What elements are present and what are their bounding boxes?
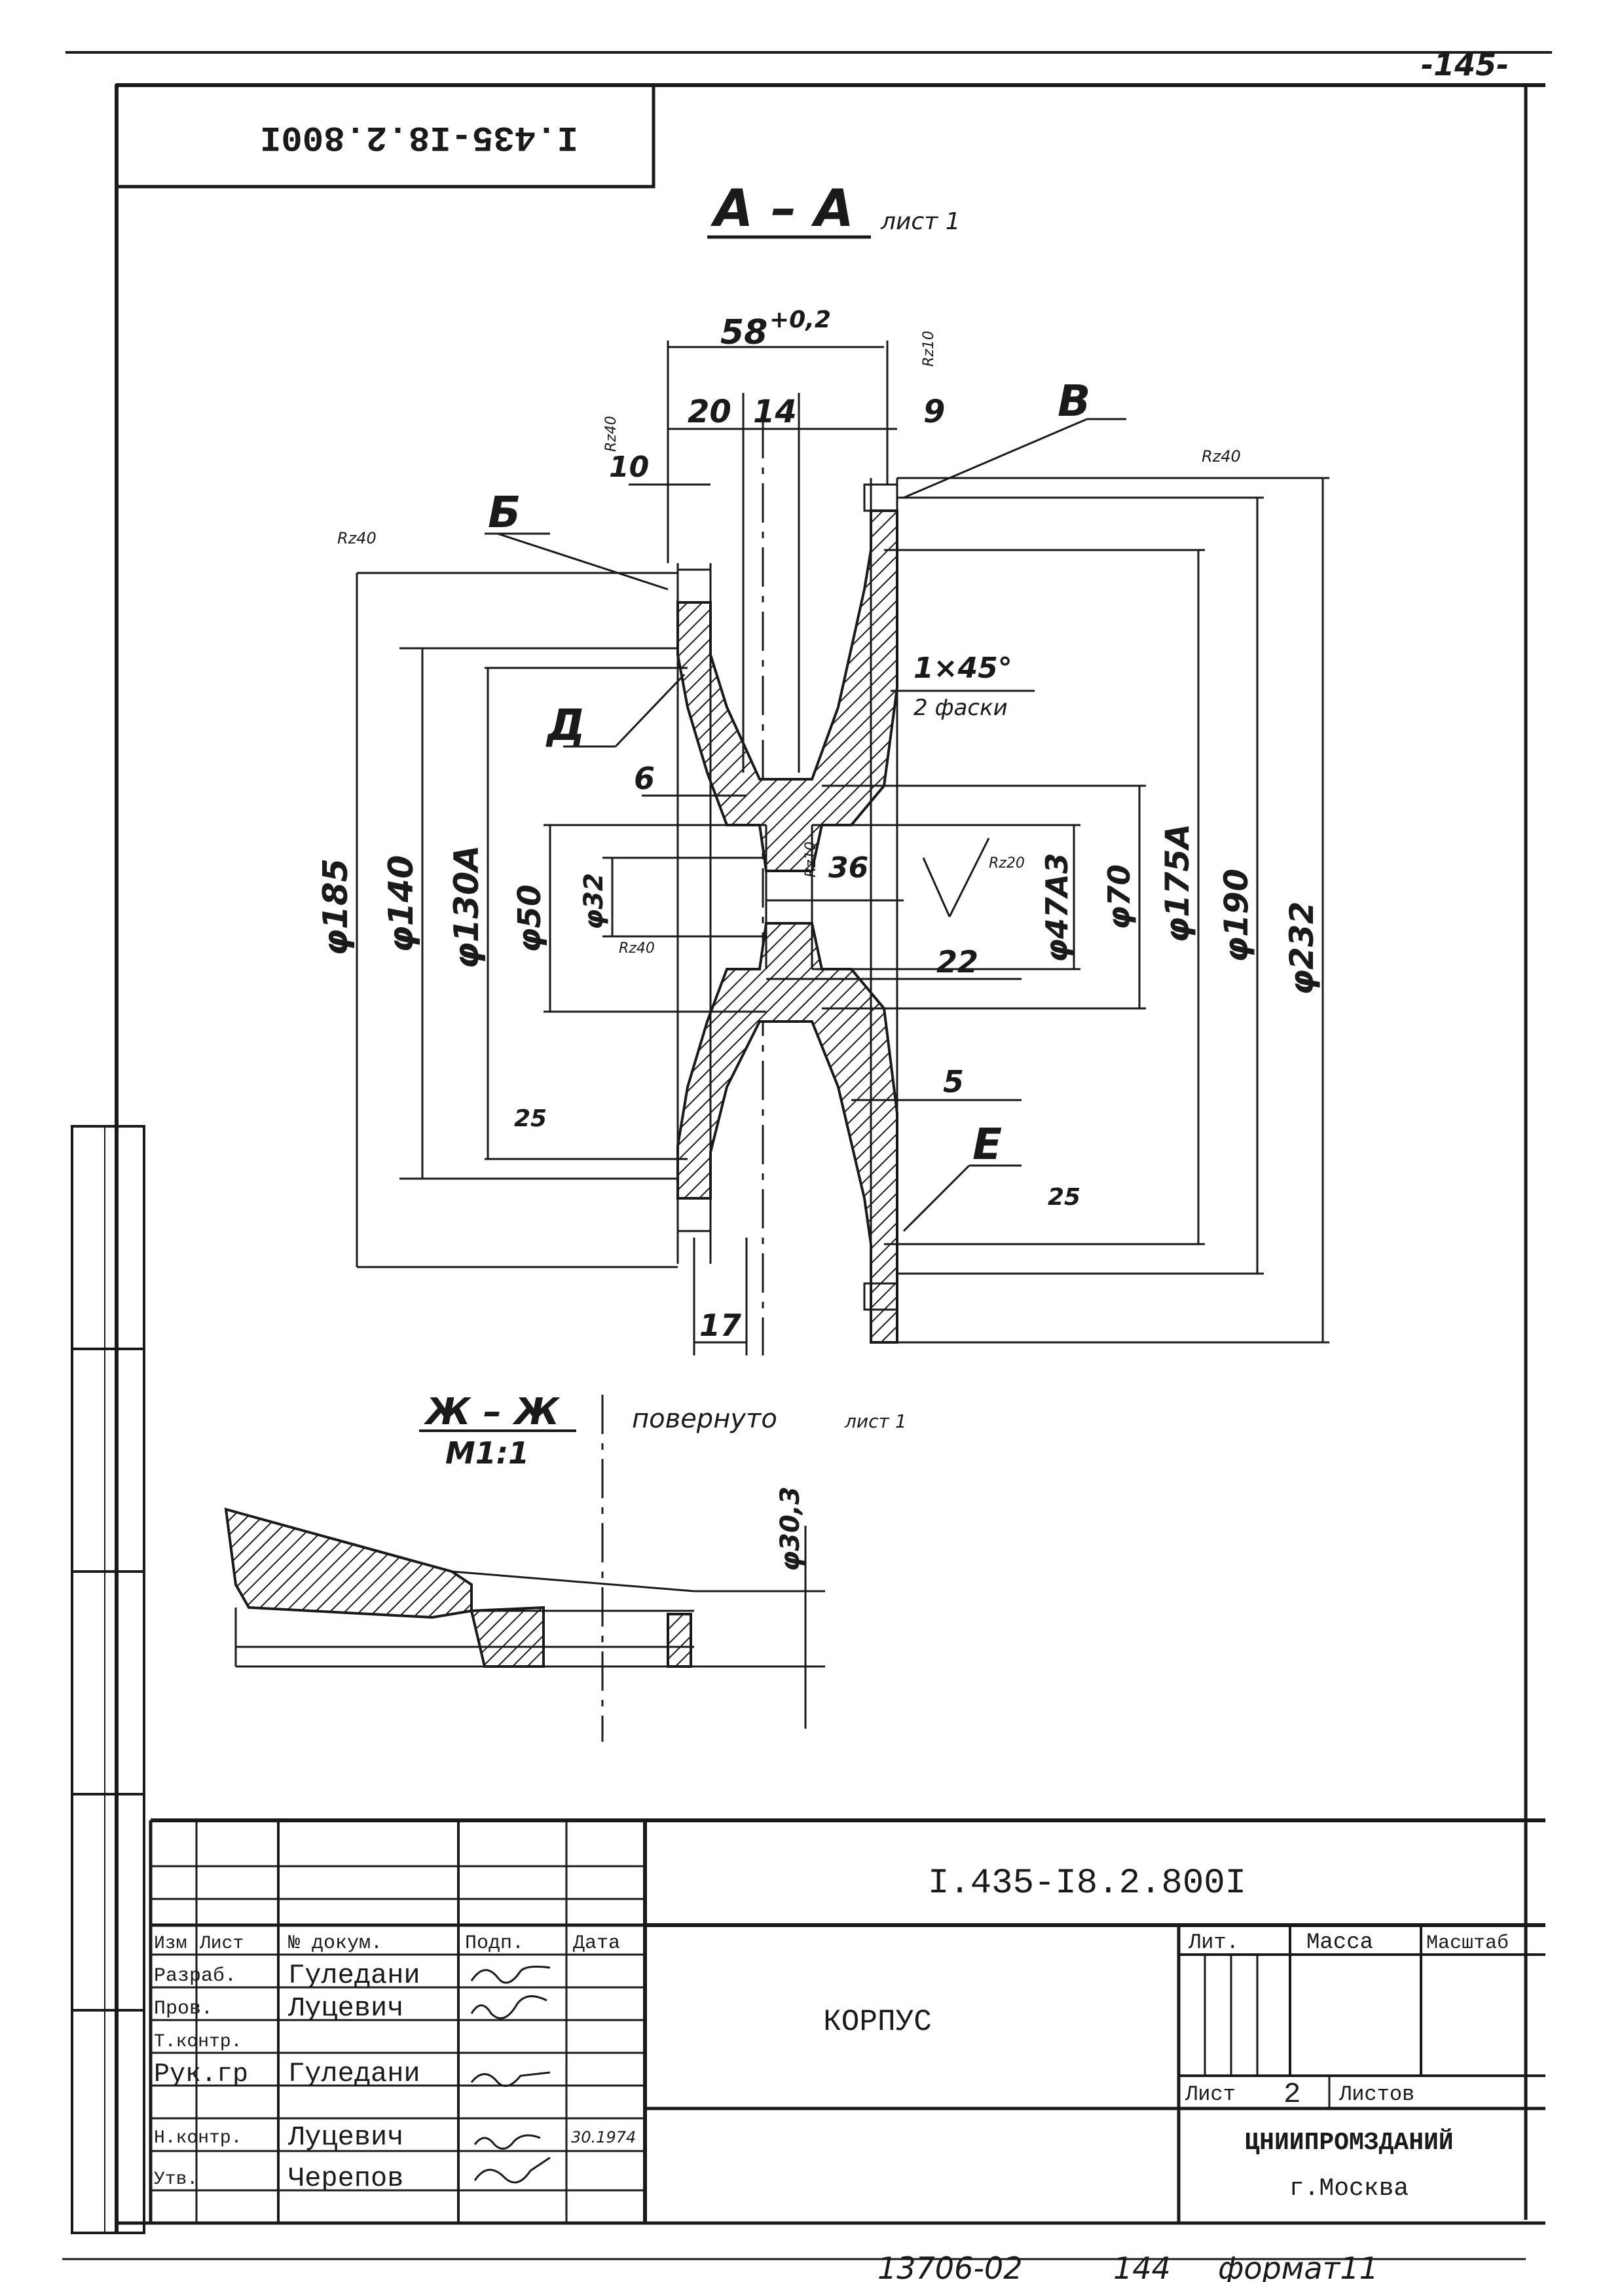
roughness-25-right: 25 <box>1048 1184 1080 1211</box>
footer-format: формат11 <box>1218 2251 1378 2282</box>
tb-row-role: Рук.гр <box>154 2060 248 2089</box>
dim-5: 5 <box>943 1064 964 1099</box>
callout-b: Б <box>488 487 521 538</box>
tb-row-name: Гуледани <box>288 1960 420 1991</box>
dim-phi47A3: φ47А3 <box>1039 853 1075 963</box>
section-zh-hub <box>470 1606 545 1668</box>
tb-part-name: КОРПУС <box>823 2005 932 2039</box>
dim-phi130A: φ130А <box>447 845 487 969</box>
section-zh-label: Ж – Ж <box>423 1391 561 1433</box>
dim-9: 9 <box>923 394 945 430</box>
tb-doc-code: I.435-I8.2.800I <box>928 1864 1246 1904</box>
dim-14: 14 <box>753 394 797 430</box>
tb-row-role: Разраб. <box>154 1965 236 1987</box>
page-number: -145- <box>1421 47 1509 83</box>
dim-phi175A: φ175А <box>1158 824 1196 943</box>
dim-10: 10 <box>609 451 649 484</box>
section-zh-rim <box>224 1507 473 1619</box>
section-aa-title: А – А лист 1 <box>707 179 961 239</box>
dim-58-tol: +0,2 <box>769 306 831 333</box>
pulley-section-view <box>356 340 1329 1355</box>
tb-lit-header: Лит. <box>1188 1930 1239 1955</box>
section-aa-label: А – А <box>710 179 854 238</box>
tb-sheets-label: Листов <box>1338 2082 1414 2107</box>
tb-col-doc: № докум. <box>288 1932 382 1955</box>
section-zh-note: повернуто <box>632 1404 777 1434</box>
dim-58: 58 <box>720 313 767 352</box>
tb-mass-header: Масса <box>1306 1930 1373 1955</box>
roughness-rz10-hub: Rz10 <box>803 841 819 877</box>
chamfer-dim: 1×45° <box>913 652 1012 685</box>
title-block <box>149 1818 1545 2223</box>
dim-phi30-3: φ30,3 <box>775 1486 805 1572</box>
dimension-labels: 58 +0,2 20 14 9 10 6 5 17 22 36 1×45° 2 … <box>316 306 1321 1343</box>
roughness-rz20: Rz20 <box>989 855 1025 872</box>
dim-17: 17 <box>699 1308 741 1343</box>
tb-col-sign: Подп. <box>465 1932 524 1955</box>
dim-6: 6 <box>634 761 655 796</box>
footer-page: 144 <box>1113 2251 1171 2282</box>
dim-phi185: φ185 <box>316 858 356 956</box>
section-zh-scale: М1:1 <box>445 1435 529 1471</box>
tb-row-role: Т.контр. <box>154 2032 242 2052</box>
dim-22: 22 <box>936 944 978 980</box>
dim-phi140: φ140 <box>382 855 421 953</box>
tb-row-name: Луцевич <box>287 2122 403 2153</box>
section-zh-flange <box>667 1613 692 1668</box>
callout-e: Е <box>972 1119 1002 1169</box>
tb-org-name: ЦНИИПРОМЗДАНИЙ <box>1244 2127 1453 2157</box>
title-block-text: I.435-I8.2.800I КОРПУС Лит. Масса Масшта… <box>154 1864 1509 2203</box>
roughness-25-left: 25 <box>514 1105 547 1132</box>
tb-row-name: Луцевич <box>287 1993 403 2024</box>
roughness-rz40-left: Rz40 <box>337 529 377 547</box>
view-callouts: В Б Д Е <box>488 376 1090 1169</box>
dim-phi232: φ232 <box>1283 902 1321 995</box>
footer-archive-no: 13706-02 <box>877 2251 1022 2282</box>
tb-sheet-number: 2 <box>1283 2078 1301 2111</box>
sheet-frame <box>62 51 1552 2260</box>
roughness-rz40-right: Rz40 <box>1202 447 1241 466</box>
dim-phi32: φ32 <box>579 873 609 930</box>
tb-row-role: Пров. <box>154 1998 213 2020</box>
dim-20: 20 <box>688 394 731 430</box>
callout-v: В <box>1058 376 1090 426</box>
tb-col-list: Лист <box>199 1934 244 1954</box>
section-zh-note2: лист 1 <box>844 1410 907 1432</box>
tb-row-name: Черепов <box>288 2163 403 2194</box>
stamp-code-rotated: I.435-I8.2.800I <box>260 117 578 156</box>
tb-org-city: г.Москва <box>1289 2175 1409 2203</box>
section-aa-sheet-note: лист 1 <box>880 208 961 235</box>
roughness-rz40-top: Rz40 <box>603 416 619 452</box>
tb-row-role: Утв. <box>154 2169 198 2190</box>
callout-d: Д <box>545 700 585 750</box>
dim-phi70: φ70 <box>1101 864 1137 930</box>
tb-col-date: Дата <box>573 1932 620 1955</box>
dim-36: 36 <box>828 851 868 885</box>
footer: 13706-02 144 формат11 <box>877 2251 1378 2282</box>
dim-phi50: φ50 <box>511 885 548 953</box>
tb-scale-header: Масштаб <box>1426 1932 1509 1955</box>
chamfer-note: 2 фаски <box>913 695 1008 721</box>
tb-row-date: 30.1974 <box>571 2128 636 2146</box>
section-zh-view: Ж – Ж М1:1 повернуто лист 1 φ30,3 <box>224 1391 907 1742</box>
dim-phi190: φ190 <box>1217 869 1255 963</box>
signatures <box>470 1965 551 2184</box>
tb-row-name: Гуледани <box>288 2058 420 2089</box>
tb-row-role: Н.контр. <box>154 2128 242 2148</box>
roughness-rz40-bore: Rz40 <box>619 940 655 957</box>
tb-col-izm: Изм <box>154 1934 187 1954</box>
tb-sheet-label: Лист <box>1185 2082 1236 2107</box>
roughness-rz10: Rz10 <box>921 331 937 367</box>
